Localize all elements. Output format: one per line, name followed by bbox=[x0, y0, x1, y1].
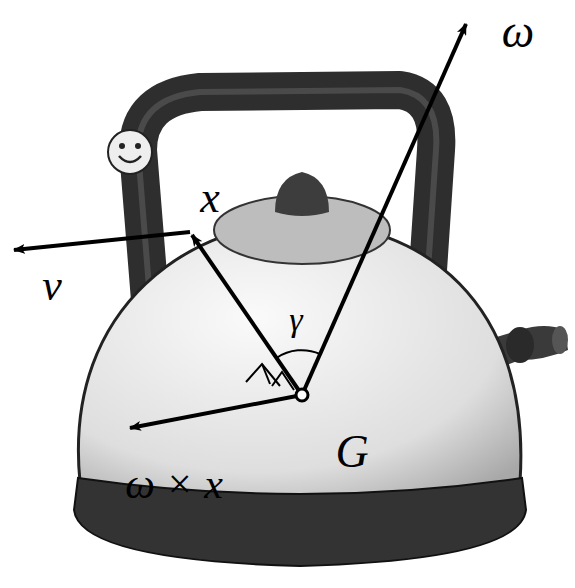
vector-label: x bbox=[198, 176, 222, 220]
angle-arc bbox=[277, 350, 321, 358]
vector-label: G bbox=[333, 429, 370, 475]
right-angle-marks bbox=[246, 364, 294, 390]
omega-arrow bbox=[302, 24, 466, 395]
center-of-mass-dot bbox=[296, 389, 308, 401]
vector-arrows bbox=[14, 24, 466, 428]
cross-product-arrow bbox=[130, 395, 302, 428]
smiley-badge bbox=[108, 130, 152, 174]
vector-label: v bbox=[40, 264, 64, 308]
vector-label: ω bbox=[500, 9, 536, 55]
x-arrow bbox=[192, 235, 302, 395]
lid-knob bbox=[275, 172, 329, 216]
v-arrow bbox=[14, 232, 190, 250]
vector-label: γ bbox=[287, 303, 304, 337]
vector-label: ω × x bbox=[123, 463, 225, 505]
